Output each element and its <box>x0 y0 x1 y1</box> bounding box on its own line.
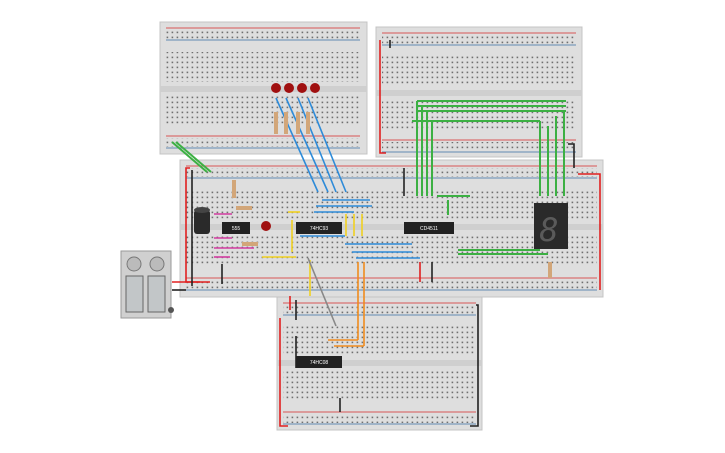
chip-counter: 74HC93 <box>296 222 342 234</box>
led-3 <box>297 83 307 93</box>
led-5 <box>261 221 271 231</box>
chip-gate: 74HC08 <box>296 356 342 368</box>
capacitor <box>194 207 210 234</box>
wires-colored <box>214 211 365 347</box>
seven-segment-display: 8 <box>534 203 568 249</box>
wires-blue <box>275 97 420 259</box>
chip-timer-label: 555 <box>232 226 241 232</box>
chip-gate-label: 74HC08 <box>310 360 329 366</box>
chip-decoder-label: CD4511 <box>420 226 438 232</box>
led-2 <box>284 83 294 93</box>
seven-segment-digit: 8 <box>539 211 558 249</box>
breadboard-top-left <box>159 21 368 155</box>
resistors <box>232 112 552 278</box>
battery-pack <box>120 250 174 319</box>
led-1 <box>271 83 281 93</box>
breadboard-main <box>179 159 604 298</box>
breadboard-top-right <box>375 26 583 158</box>
led-4 <box>310 83 320 93</box>
wires-power <box>172 40 601 427</box>
chip-decoder: CD4511 <box>404 222 454 234</box>
chip-timer: 555 <box>222 222 250 234</box>
leds <box>261 83 320 231</box>
wires-green <box>171 100 566 255</box>
chip-counter-label: 74HC93 <box>310 226 329 232</box>
